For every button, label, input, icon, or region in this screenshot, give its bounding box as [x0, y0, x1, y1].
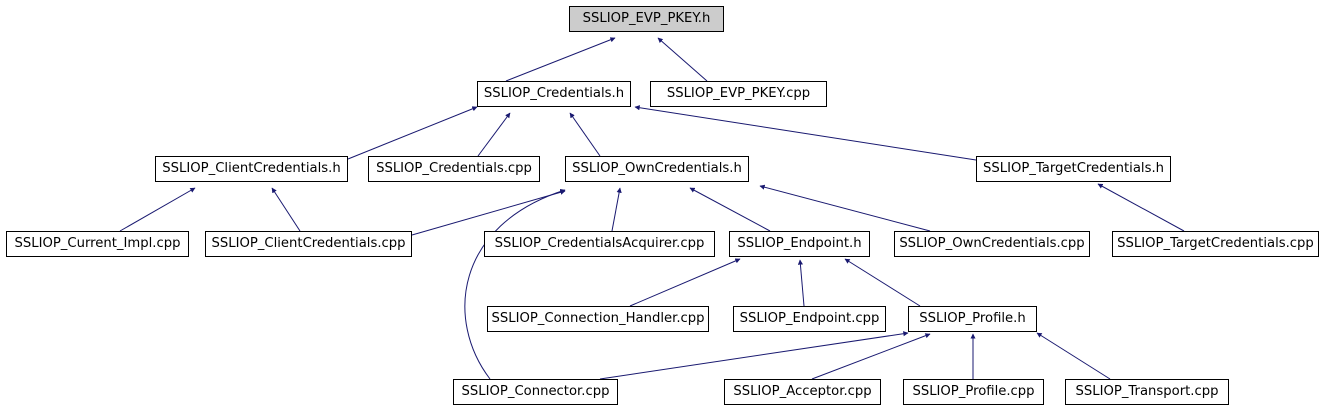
graph-edge-targetcredentials_cpp-to-targetcredentials_h [1097, 183, 1185, 232]
graph-node-clientcredentials_cpp[interactable]: SSLIOP_ClientCredentials.cpp [205, 231, 412, 257]
graph-edge-endpoint_h-to-owncredentials_h [689, 187, 771, 232]
graph-node-connection_handler_cpp[interactable]: SSLIOP_Connection_Handler.cpp [487, 306, 709, 332]
graph-edge-transport_cpp-to-profile_h [1036, 332, 1111, 380]
graph-node-connector_cpp[interactable]: SSLIOP_Connector.cpp [453, 379, 618, 405]
graph-edge-owncredentials_cpp-to-owncredentials_h [759, 184, 931, 232]
graph-edge-owncredentials_h-to-credentials_h [569, 112, 601, 157]
graph-node-profile_h[interactable]: SSLIOP_Profile.h [908, 306, 1037, 332]
graph-edge-current_impl_cpp-to-clientcredentials_h [119, 187, 196, 232]
graph-edge-clientcredentials_h-to-credentials_h [347, 106, 478, 160]
graph-edge-profile_h-to-endpoint_h [844, 258, 921, 307]
graph-edge-credentials_cpp-to-credentials_h [477, 112, 511, 157]
graph-node-current_impl_cpp[interactable]: SSLIOP_Current_Impl.cpp [6, 231, 189, 257]
graph-node-endpoint_cpp[interactable]: SSLIOP_Endpoint.cpp [733, 306, 886, 332]
graph-edge-targetcredentials_h-to-credentials_h [634, 105, 977, 161]
graph-edge-evp_pkey_cpp-to-evp_pkey_h [657, 37, 708, 82]
graph-edge-connector_cpp-to-profile_h [599, 331, 909, 380]
graph-edge-clientcredentials_cpp-to-owncredentials_h [411, 189, 566, 236]
graph-edge-credentials_h-to-evp_pkey_h [505, 37, 616, 82]
graph-node-owncredentials_cpp[interactable]: SSLIOP_OwnCredentials.cpp [894, 231, 1090, 257]
graph-node-evp_pkey_cpp[interactable]: SSLIOP_EVP_PKEY.cpp [650, 81, 827, 107]
graph-edge-credentialsacquirer_cpp-to-owncredentials_h [611, 187, 622, 232]
graph-node-owncredentials_h[interactable]: SSLIOP_OwnCredentials.h [565, 156, 749, 182]
graph-edge-connection_handler_cpp-to-endpoint_h [629, 258, 741, 307]
graph-node-targetcredentials_h[interactable]: SSLIOP_TargetCredentials.h [976, 156, 1171, 182]
graph-edge-endpoint_cpp-to-endpoint_h [797, 259, 805, 307]
graph-edge-connector_cpp-to-owncredentials_h [464, 188, 566, 380]
graph-node-credentials_h[interactable]: SSLIOP_Credentials.h [477, 81, 631, 107]
graph-edge-acceptor_cpp-to-profile_h [811, 333, 931, 380]
graph-node-profile_cpp[interactable]: SSLIOP_Profile.cpp [903, 379, 1044, 405]
graph-node-credentials_cpp[interactable]: SSLIOP_Credentials.cpp [368, 156, 540, 182]
graph-node-transport_cpp[interactable]: SSLIOP_Transport.cpp [1065, 379, 1229, 405]
graph-node-targetcredentials_cpp[interactable]: SSLIOP_TargetCredentials.cpp [1112, 231, 1319, 257]
graph-edge-clientcredentials_cpp-to-clientcredentials_h [271, 187, 301, 232]
graph-node-evp_pkey_h[interactable]: SSLIOP_EVP_PKEY.h [569, 6, 724, 32]
graph-node-clientcredentials_h[interactable]: SSLIOP_ClientCredentials.h [155, 156, 348, 182]
graph-node-endpoint_h[interactable]: SSLIOP_Endpoint.h [729, 231, 870, 257]
graph-node-acceptor_cpp[interactable]: SSLIOP_Acceptor.cpp [724, 379, 881, 405]
graph-node-credentialsacquirer_cpp[interactable]: SSLIOP_CredentialsAcquirer.cpp [484, 231, 715, 257]
